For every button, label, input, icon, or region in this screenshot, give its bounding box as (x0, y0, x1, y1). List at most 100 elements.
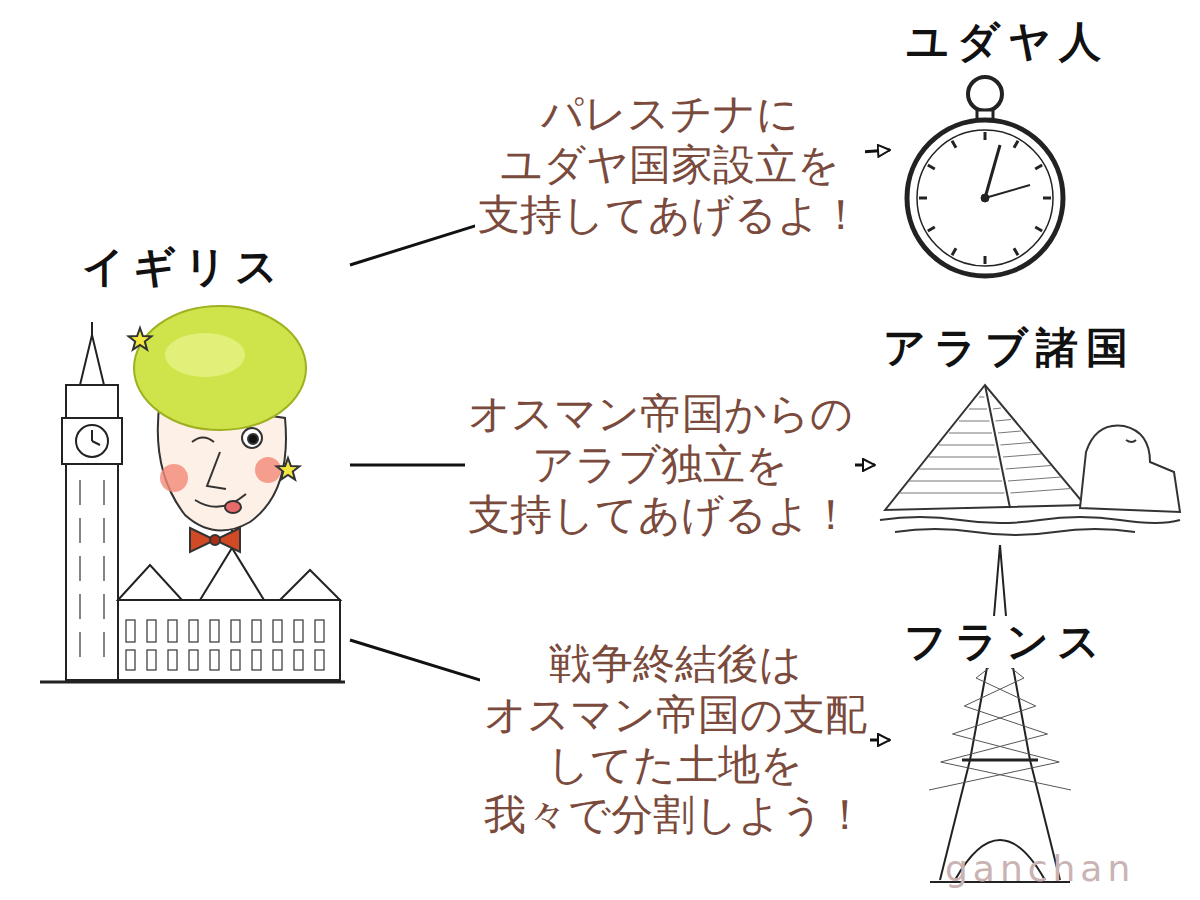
window-strokes (147, 620, 156, 642)
britain-character (225, 501, 241, 513)
big-ben-drawing (200, 548, 264, 600)
window-strokes (315, 650, 324, 670)
pyramid-hatching (929, 457, 997, 458)
window-strokes (189, 650, 198, 670)
country-group: ユダヤ人 (890, 12, 1160, 280)
pocket-watch (985, 145, 1000, 198)
pyramid-hatching (1011, 489, 1072, 494)
window-strokes (103, 632, 104, 657)
window-strokes (273, 620, 282, 642)
britain-character (129, 328, 152, 350)
edge-message: オスマン帝国からの アラブ独立を 支持してあげるよ！ (465, 385, 855, 544)
pyramid-hatching (1008, 477, 1061, 481)
big-ben-drawing (76, 425, 108, 457)
pyramid-hatching (899, 397, 1071, 494)
country-group: アラブ諸国 (875, 318, 1180, 533)
tower-lattice (964, 678, 1024, 706)
watch-ticks (952, 141, 956, 148)
window-strokes (103, 556, 104, 581)
eiffel-tower (962, 759, 1038, 762)
window-strokes (252, 620, 261, 642)
window-strokes (189, 620, 198, 642)
watermark: ganchan (945, 848, 1135, 889)
pyramid-hatching (993, 408, 1001, 409)
window-strokes (168, 620, 177, 642)
tower-lattice (976, 678, 1036, 706)
big-ben-drawing (92, 441, 100, 445)
watch-ticks (919, 197, 927, 200)
tower-lattice (929, 762, 1059, 790)
pyramid-hatching (996, 420, 1012, 422)
watch-ticks (1035, 227, 1042, 231)
pyramid-hatching (909, 481, 1002, 482)
tower-lattice (953, 734, 1060, 762)
tower-lattice (941, 734, 1048, 762)
big-ben-drawing (40, 681, 345, 684)
pyramid-drawing (985, 385, 1010, 508)
pyramid-hatching (1003, 454, 1041, 457)
window-strokes (294, 650, 303, 670)
pyramid-hatching (1001, 443, 1032, 446)
pocket-watch (907, 77, 1063, 276)
big-ben-drawing (62, 418, 122, 464)
tower-lattice (953, 706, 1036, 734)
window-strokes (126, 650, 135, 670)
eiffel-tower (940, 545, 1060, 880)
edge-message: 戦争終結後は オスマン帝国の支配 してた土地を 我々で分割しよう！ (480, 635, 870, 845)
watch-ticks (984, 132, 987, 140)
country-group: イギリス (40, 235, 350, 685)
country-heading: アラブ諸国 (877, 322, 1142, 374)
pyramid-hatching (899, 493, 1005, 494)
britain-character (255, 457, 281, 483)
pocket-watch (985, 185, 1030, 198)
watch-ticks (928, 227, 935, 231)
britain-character (134, 306, 306, 430)
pyramid-hatching (1006, 466, 1052, 470)
pyramid-drawing (880, 385, 1180, 535)
britain-character (160, 464, 188, 492)
window-strokes (103, 518, 104, 543)
pyramid-hatching (949, 433, 992, 434)
pocket-watch (907, 120, 1063, 276)
pyramid-drawing (895, 529, 1135, 535)
country-heading: ユダヤ人 (900, 16, 1115, 68)
window-strokes (273, 650, 282, 670)
pyramid-drawing (880, 517, 1180, 523)
big-ben-drawing (118, 565, 182, 600)
big-ben-drawing (280, 570, 340, 600)
watch-ticks (952, 248, 956, 255)
window-strokes (294, 620, 303, 642)
pocket-watch (968, 77, 1002, 111)
country-heading: イギリス (76, 241, 292, 293)
window-strokes (79, 480, 80, 505)
pocket-watch (917, 130, 1053, 266)
pyramid-hatching (969, 409, 987, 410)
window-strokes (79, 518, 80, 543)
tower-lattice (929, 650, 1071, 790)
pyramid-drawing (885, 385, 1085, 510)
watch-ticks (1014, 248, 1018, 255)
big-ben-drawing (118, 600, 340, 680)
window-strokes (252, 650, 261, 670)
britain-character (192, 438, 214, 443)
britain-character (248, 434, 258, 444)
watch-ticks (1035, 165, 1042, 169)
britain-character (165, 333, 245, 377)
watch-ticks (1014, 141, 1018, 148)
britain-character (129, 306, 306, 552)
window-strokes (103, 594, 104, 619)
pyramid-hatching (979, 397, 985, 398)
pyramid-drawing (1080, 426, 1180, 512)
window-strokes (210, 620, 219, 642)
edge-message: パレスチナに ユダヤ国家設立を 支持してあげるよ！ (475, 85, 865, 244)
eiffel-tower (930, 545, 1070, 882)
britain-character (210, 535, 220, 545)
pyramid-hatching (919, 469, 1000, 470)
window-strokes (126, 620, 135, 642)
watch-ticks (984, 256, 987, 264)
window-strokes (103, 480, 104, 505)
pyramid-hatching (998, 431, 1021, 433)
big-ben-drawing (91, 322, 93, 335)
watch-ticks (928, 165, 935, 169)
